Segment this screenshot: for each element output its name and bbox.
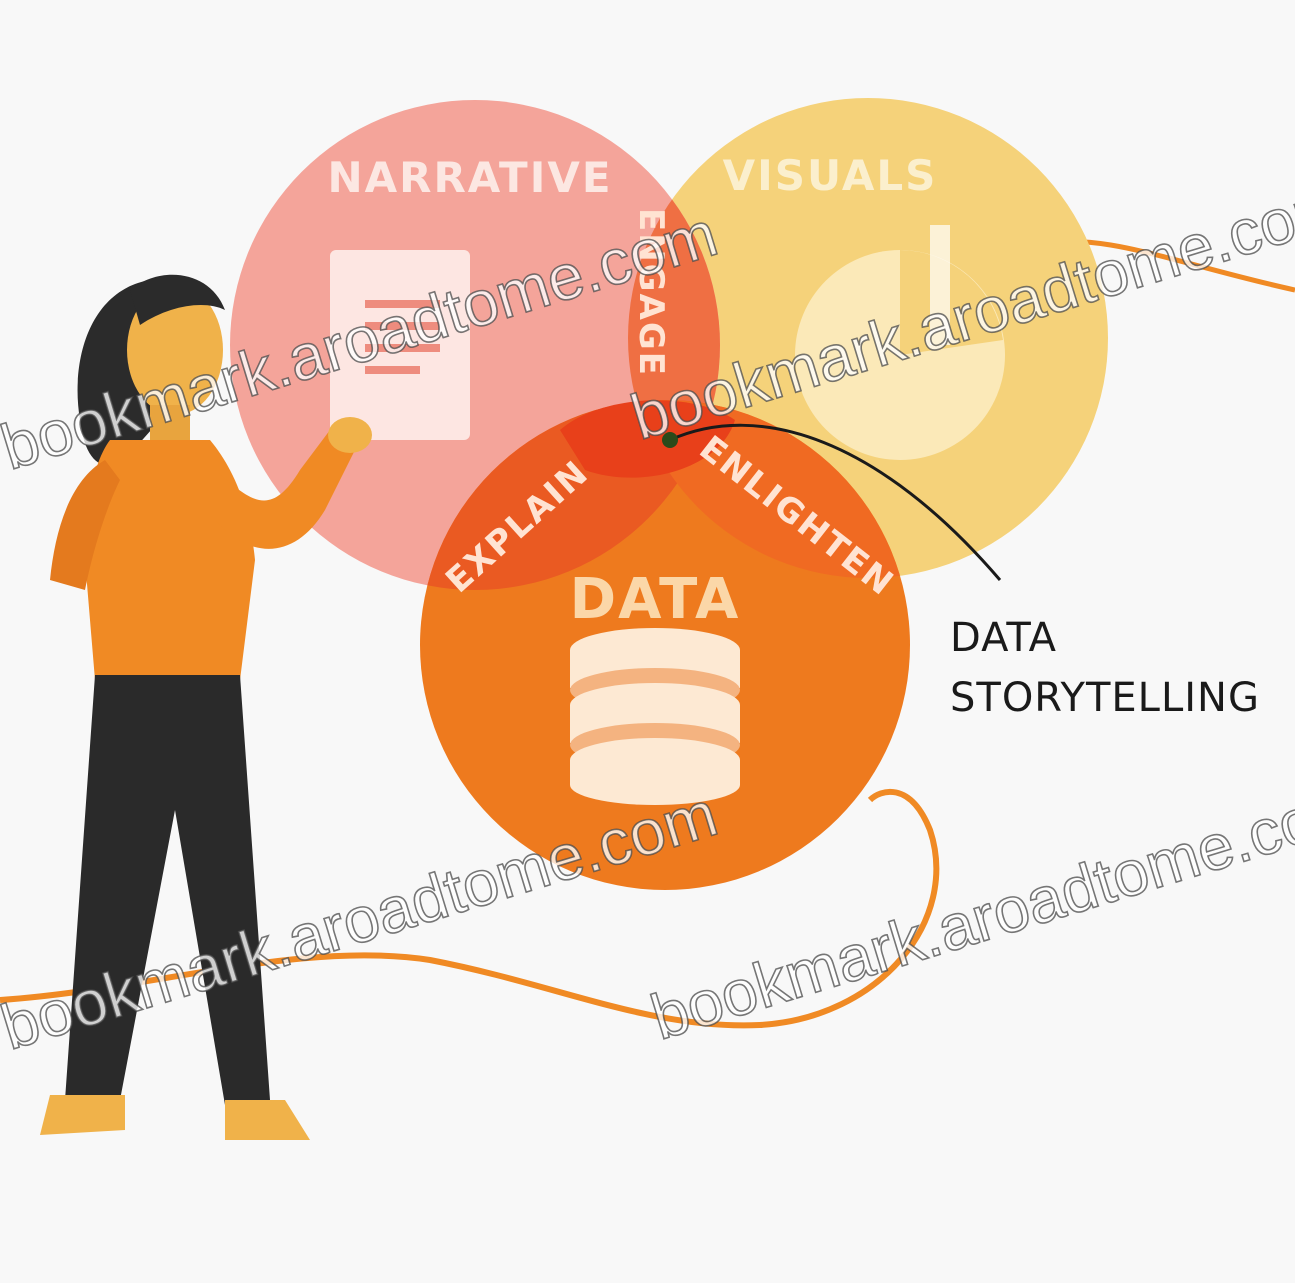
center-overlap bbox=[560, 400, 735, 478]
document-icon bbox=[330, 250, 470, 440]
data-label: DATA bbox=[570, 567, 741, 632]
shirt bbox=[85, 440, 255, 680]
callout-dot bbox=[662, 432, 678, 448]
visuals-label: VISUALS bbox=[723, 151, 938, 200]
data-storytelling-callout: DATA STORYTELLING bbox=[950, 608, 1260, 728]
hand bbox=[328, 417, 372, 453]
database-icon bbox=[570, 628, 740, 805]
pants bbox=[65, 675, 270, 1105]
right-shoe bbox=[225, 1100, 310, 1140]
callout-line-2: STORYTELLING bbox=[950, 675, 1260, 721]
pie-chart-icon bbox=[795, 225, 1005, 460]
callout-line-1: DATA bbox=[950, 615, 1058, 661]
woman-figure bbox=[40, 274, 372, 1140]
left-shoe bbox=[40, 1095, 125, 1135]
narrative-label: NARRATIVE bbox=[327, 153, 612, 202]
callout-pointer bbox=[669, 423, 1002, 581]
engage-label: ENGAGE bbox=[631, 208, 671, 377]
